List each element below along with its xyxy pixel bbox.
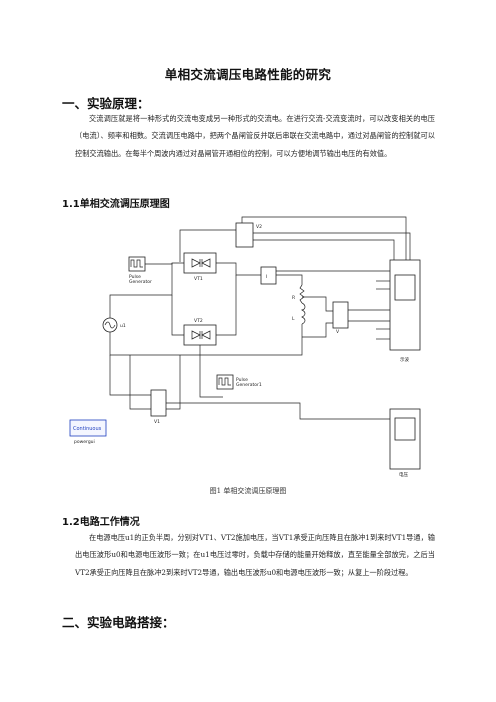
operation-paragraph: 在电源电压u1的正负半周，分别对VT1、VT2施加电压，当VT1承受正向压降且在… — [75, 533, 435, 577]
document-title: 单相交流调压电路性能的研究 — [164, 67, 332, 82]
powergui-block[interactable]: Continuous powergui — [69, 419, 107, 445]
principle-paragraph: 交流调压就是将一种形式的交流电变成另一种形式的交流电。在进行交流-交流变流时，可… — [75, 114, 435, 158]
pulse-generator-1[interactable]: Pulse Generator — [128, 256, 152, 285]
figure-caption: 图1 单相交流调压原理图 — [209, 487, 287, 495]
resistor-r[interactable]: R — [292, 284, 305, 304]
label-pulse-generator-1b: Generator — [129, 279, 152, 285]
label-powergui: powergui — [74, 439, 95, 445]
current-measurement-i[interactable]: I — [260, 266, 277, 285]
thyristor-vt1[interactable]: VT1 — [183, 252, 217, 282]
label-pulse-generator-2b: Generator1 — [236, 382, 262, 388]
thyristor-vt2[interactable]: VT2 — [183, 318, 217, 346]
circuit-diagram: V2 Pulse Generator VT1 I — [60, 215, 435, 477]
scope-waveform[interactable]: 示波 — [389, 259, 421, 363]
section-heading-operation: 1.2电路工作情况 — [62, 517, 140, 528]
label-v: V — [336, 329, 340, 335]
label-pulse-generator-2a: Pulse — [236, 377, 248, 383]
label-scope-1: 示波 — [400, 356, 409, 363]
pulse-generator-2[interactable]: Pulse Generator1 — [216, 374, 262, 390]
scope-voltage[interactable]: 电压 — [389, 408, 421, 477]
label-i: I — [266, 274, 267, 280]
label-l: L — [292, 316, 295, 322]
label-v1: V1 — [154, 419, 160, 425]
label-u1: u1 — [120, 323, 126, 329]
label-continuous: Continuous — [73, 426, 102, 432]
label-pulse-generator-1a: Pulse — [129, 274, 141, 280]
voltage-measurement-v2[interactable]: V2 — [235, 222, 262, 248]
section-heading-circuit-setup: 二、实验电路搭接： — [62, 615, 175, 630]
label-vt1: VT1 — [194, 276, 203, 282]
label-scope-2: 电压 — [399, 471, 408, 477]
section-heading-principle: 一、实验原理： — [62, 96, 150, 111]
inductor-l[interactable]: L — [292, 302, 306, 325]
section-heading-schematic: 1.1单相交流调压原理图 — [62, 199, 170, 210]
label-vt2: VT2 — [194, 318, 203, 324]
label-v2: V2 — [256, 224, 262, 230]
label-r: R — [292, 295, 295, 301]
voltage-measurement-v1[interactable]: V1 — [150, 389, 167, 425]
ac-source-u1[interactable]: u1 — [102, 317, 126, 333]
voltage-measurement-v[interactable]: V — [332, 301, 349, 335]
